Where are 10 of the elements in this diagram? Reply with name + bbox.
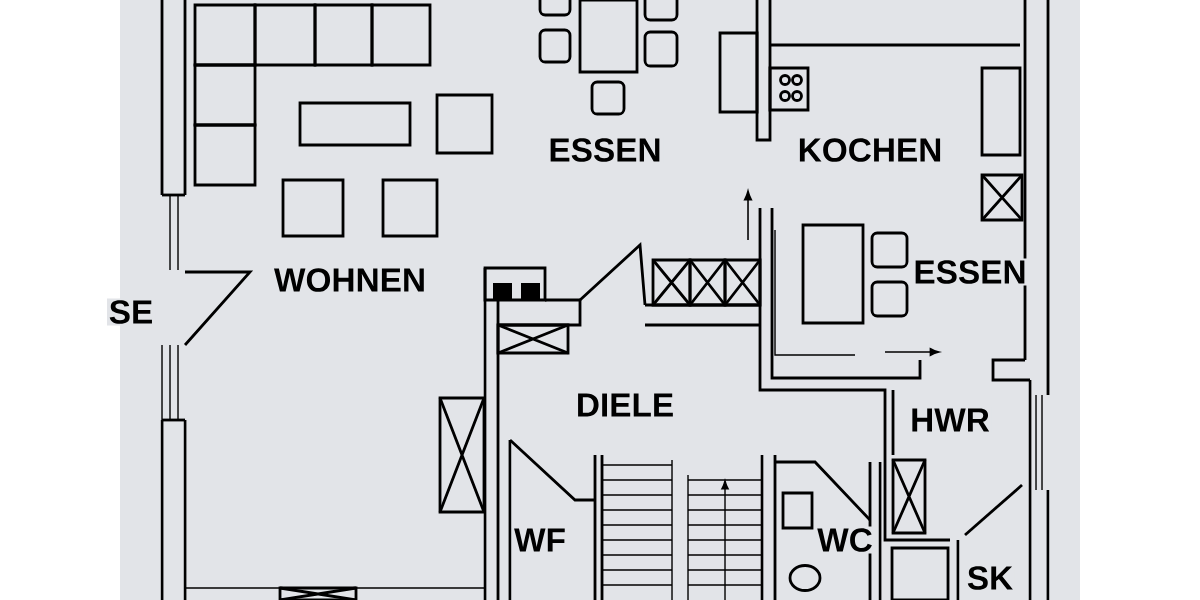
room-label: HWR bbox=[908, 406, 992, 434]
room-label: ESSEN bbox=[546, 136, 664, 164]
room-label: SK bbox=[965, 564, 1015, 592]
room-label: KOCHEN bbox=[795, 136, 945, 164]
room-label: ESSEN bbox=[911, 258, 1029, 286]
room-label: DIELE bbox=[574, 391, 676, 419]
room-label: WC bbox=[815, 526, 875, 554]
room-label: SE bbox=[107, 298, 156, 326]
room-label: WOHNEN bbox=[272, 266, 428, 294]
room-label: WF bbox=[512, 526, 568, 554]
